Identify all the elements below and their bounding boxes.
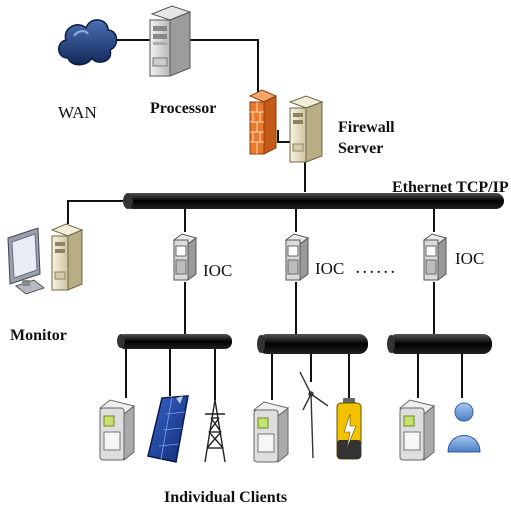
ioc-label-3: IOC xyxy=(455,249,484,268)
ethernet-bus xyxy=(123,193,504,209)
meter-device-icon xyxy=(252,401,290,464)
server-icon xyxy=(288,95,324,163)
controller-device-icon xyxy=(172,233,198,281)
subnet-bus-1 xyxy=(117,334,232,349)
bus-monitor-link xyxy=(67,200,128,224)
brick-firewall-icon xyxy=(248,89,278,155)
ethernet-label: Ethernet TCP/IP xyxy=(392,179,509,196)
firewall-label: Firewall xyxy=(338,119,395,136)
processor-label: Processor xyxy=(150,100,216,117)
meter-device-icon xyxy=(98,399,136,462)
battery-icon xyxy=(336,398,362,460)
cloud-icon xyxy=(58,19,118,66)
subnet-bus-3 xyxy=(387,334,492,354)
wan-label: WAN xyxy=(58,103,97,122)
clients-label: Individual Clients xyxy=(164,489,287,506)
wind-turbine-icon xyxy=(299,371,329,459)
pc-tower-icon xyxy=(50,223,84,291)
transmission-tower-icon xyxy=(204,399,226,463)
meter-device-icon xyxy=(398,399,436,462)
processor-firewall-link xyxy=(188,39,259,92)
monitor-label: Monitor xyxy=(10,327,67,344)
user-icon xyxy=(447,402,481,453)
desktop-monitor-icon xyxy=(7,227,46,295)
server-tower-icon xyxy=(149,5,192,77)
connection-lines xyxy=(67,39,463,400)
ellipsis-label: . . . . . . xyxy=(356,262,395,277)
ioc-label-2: IOC xyxy=(315,259,344,278)
controller-device-icon xyxy=(284,233,310,281)
subnet-bus-2 xyxy=(257,334,368,354)
solar-panel-icon xyxy=(147,395,189,463)
server-label: Server xyxy=(338,140,383,157)
controller-device-icon xyxy=(422,233,448,281)
ioc-label-1: IOC xyxy=(203,261,232,280)
